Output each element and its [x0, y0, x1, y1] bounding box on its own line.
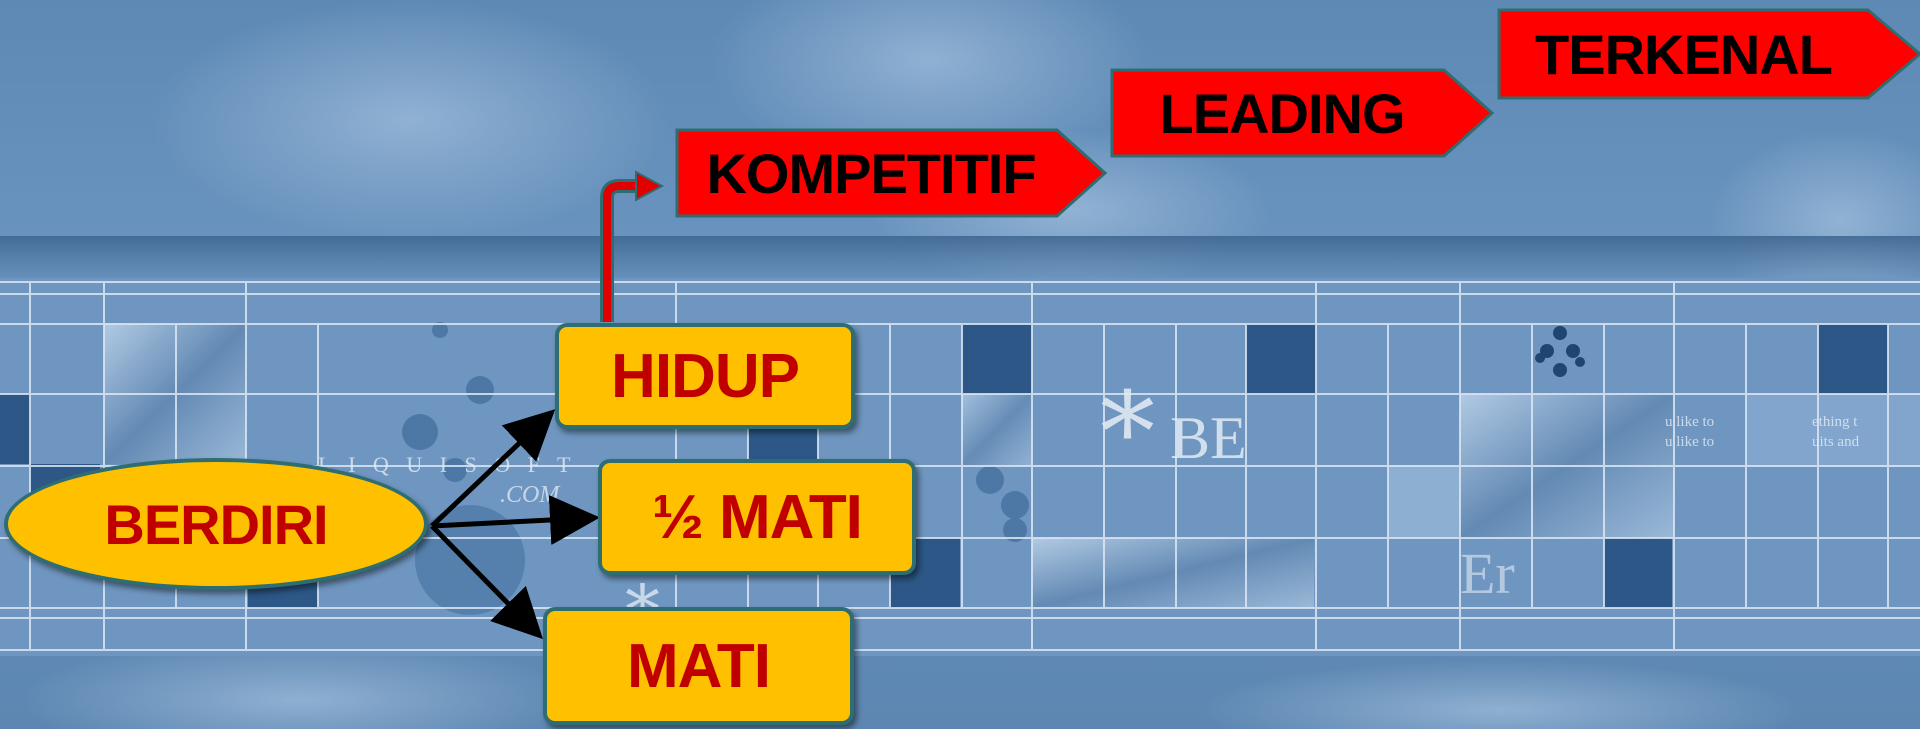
- flag-shape: [1497, 8, 1920, 100]
- terkenal-flag: TERKENAL: [1497, 8, 1920, 100]
- mati-label: MATI: [627, 631, 771, 701]
- kompetitif-label: KOMPETITIF: [706, 141, 1036, 205]
- tile-text-fragment: u like to: [1665, 434, 1715, 450]
- leading-label: LEADING: [1159, 81, 1406, 145]
- tile-text-er: Er: [1460, 541, 1515, 606]
- terkenal-label: TERKENAL: [1535, 22, 1833, 86]
- tile-text-fragment: u like to: [1665, 414, 1715, 430]
- mati-node: MATI: [543, 607, 854, 725]
- hidup-node: HIDUP: [555, 323, 855, 429]
- svg-text:*: *: [1100, 368, 1155, 496]
- berdiri-node: BERDIRI: [4, 458, 428, 590]
- berdiri-label: BERDIRI: [104, 492, 328, 556]
- setengah-mati-label: ½ MATI: [652, 482, 863, 552]
- flag-shape: [1110, 68, 1495, 158]
- hidup-label: HIDUP: [611, 341, 800, 411]
- kompetitif-flag: KOMPETITIF: [675, 128, 1108, 218]
- tile-text-be: BE: [1170, 405, 1247, 471]
- tile-text-fragment: uits and: [1812, 434, 1860, 450]
- leading-flag: LEADING: [1110, 68, 1495, 158]
- flag-shape: [675, 128, 1108, 218]
- tile-text-fragment: ething t: [1812, 414, 1858, 430]
- setengah-mati-node: ½ MATI: [598, 459, 916, 575]
- watermark-text-com: .COM: [500, 482, 560, 508]
